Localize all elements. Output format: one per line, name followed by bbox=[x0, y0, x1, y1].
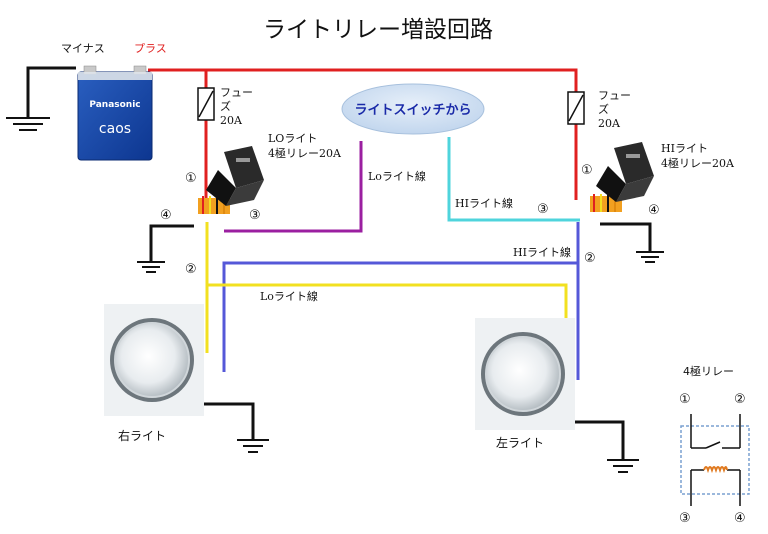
relay-lo-terminal-1: ① bbox=[185, 171, 197, 186]
battery-minus-label: マイナス bbox=[61, 42, 105, 55]
relay-hi-terminal-1: ① bbox=[581, 163, 593, 178]
relay-lo-terminal-4: ④ bbox=[160, 208, 172, 223]
ground-symbol-battery bbox=[6, 117, 50, 131]
relay-lo-label-1: LOライト bbox=[268, 132, 317, 145]
fuse-left-name-2: ズ bbox=[220, 99, 231, 113]
hi-feed-wire bbox=[222, 222, 580, 380]
ground-symbol-right-lamp bbox=[237, 439, 269, 453]
lo-feed-wire-label: Loライト線 bbox=[260, 289, 318, 303]
fuse-left bbox=[197, 87, 215, 121]
relay-hi-terminal-3: ③ bbox=[537, 202, 549, 217]
relay-lo-terminal-2: ② bbox=[185, 262, 197, 277]
right-headlamp-label: 右ライト bbox=[118, 428, 166, 443]
fuse-left-rating: 20A bbox=[220, 114, 243, 127]
legend-title: 4極リレー bbox=[683, 364, 734, 378]
relay-hi-terminal-4: ④ bbox=[648, 203, 660, 218]
legend-terminal-2: ② bbox=[734, 392, 746, 407]
left-relay-ground-wire bbox=[149, 224, 194, 262]
left-headlamp-label: 左ライト bbox=[496, 435, 544, 450]
relay-hi-label-2: 4極リレー20A bbox=[661, 156, 735, 170]
relay-lo bbox=[198, 146, 264, 214]
fuse-left-name-1: フュー bbox=[220, 86, 253, 99]
battery-plus-label: プラス bbox=[134, 42, 167, 55]
left-headlamp bbox=[475, 318, 575, 430]
legend-relay-schematic bbox=[680, 414, 750, 506]
fuse-right-rating: 20A bbox=[598, 117, 621, 130]
right-headlamp bbox=[104, 304, 204, 416]
legend-terminal-3: ③ bbox=[679, 511, 691, 526]
legend-terminal-1: ① bbox=[679, 392, 691, 407]
relay-hi bbox=[590, 142, 654, 212]
fuse-right-name-2: ズ bbox=[598, 102, 609, 116]
lo-switch-wire-label: Loライト線 bbox=[368, 169, 426, 183]
battery: Panasonic caos bbox=[77, 65, 153, 161]
light-switch-label: ライトスイッチから bbox=[354, 103, 471, 118]
right-lamp-ground-wire bbox=[201, 402, 255, 440]
battery-brand: Panasonic bbox=[89, 100, 140, 110]
ground-symbol-right-relay bbox=[636, 251, 664, 263]
relay-lo-label-2: 4極リレー20A bbox=[268, 146, 342, 160]
fuse-right-name-1: フュー bbox=[598, 89, 631, 102]
main-power-wire bbox=[148, 68, 578, 100]
ground-symbol-left-lamp bbox=[607, 459, 639, 473]
fuse-right bbox=[567, 91, 585, 125]
left-lamp-ground-wire bbox=[572, 420, 625, 460]
lo-switch-wire bbox=[224, 141, 363, 233]
diagram-title: ライトリレー増設回路 bbox=[263, 17, 493, 43]
ground-symbol-left-relay bbox=[137, 261, 165, 273]
battery-ground-wire bbox=[26, 66, 76, 118]
relay-hi-terminal-2: ② bbox=[584, 251, 596, 266]
hi-feed-wire-label: HIライト線 bbox=[513, 245, 571, 259]
hi-switch-wire-label: HIライト線 bbox=[455, 196, 513, 210]
relay-lo-terminal-3: ③ bbox=[249, 208, 261, 223]
legend-terminal-4: ④ bbox=[734, 511, 746, 526]
hi-switch-wire bbox=[447, 137, 580, 222]
relay-hi-label-1: HIライト bbox=[661, 142, 708, 155]
light-switch-bubble: ライトスイッチから bbox=[341, 83, 485, 135]
battery-model: caos bbox=[99, 121, 131, 137]
right-relay-ground-wire bbox=[600, 222, 652, 252]
